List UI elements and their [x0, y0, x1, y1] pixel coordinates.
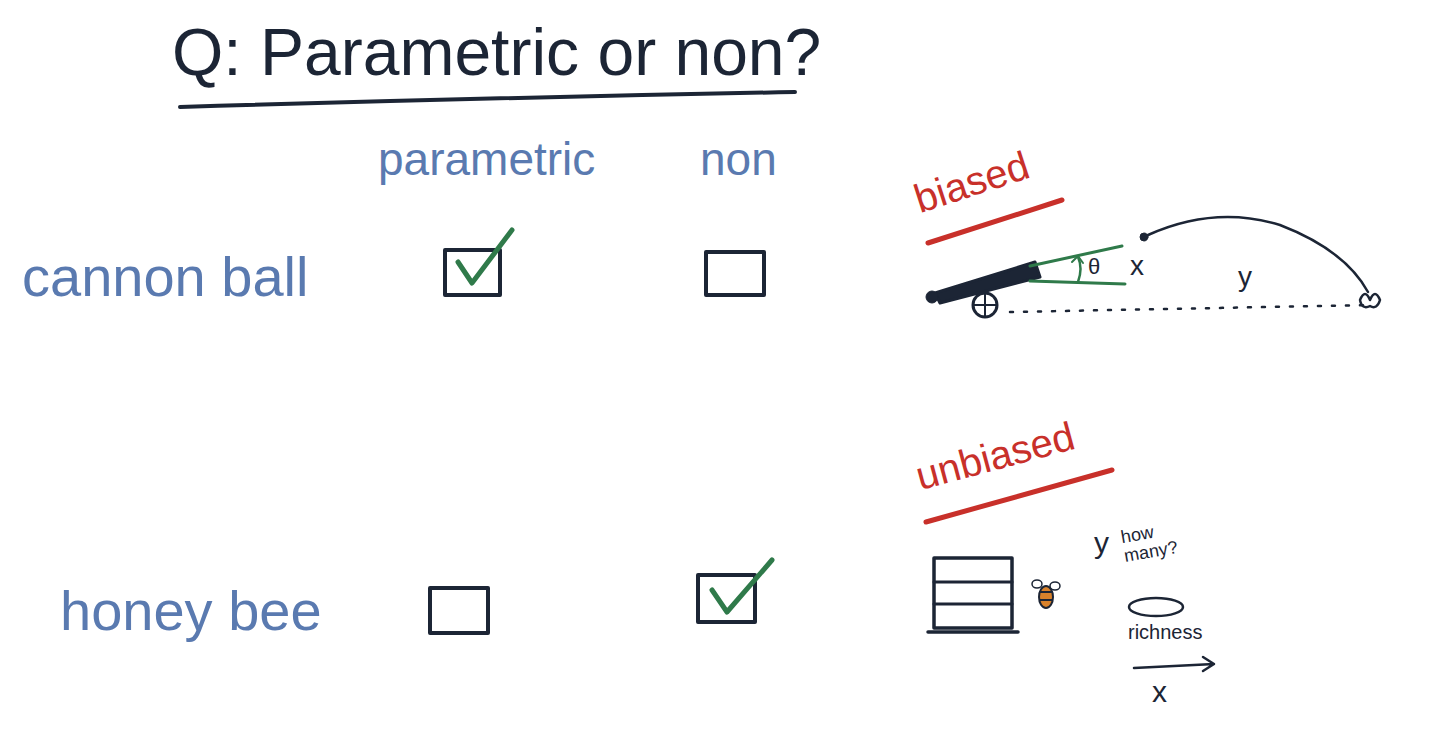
cannon-knob	[926, 291, 938, 303]
variable-label: x	[1130, 251, 1144, 280]
checkbox	[706, 252, 764, 295]
row-label: honey bee	[60, 582, 322, 641]
angle-symbol-holder: θ	[1088, 255, 1100, 278]
trajectory	[1148, 217, 1368, 292]
variable-label: y	[1238, 262, 1252, 291]
column-header-holder: parametric	[378, 135, 595, 183]
checkbox	[430, 588, 488, 633]
axis-label: richness	[1128, 622, 1202, 643]
axis-label-holder: richness	[1128, 622, 1202, 643]
row-label-holder: cannon ball	[22, 248, 308, 307]
note-holder: how many?	[1119, 517, 1189, 565]
variable-label-holder: x	[1152, 676, 1167, 708]
cannon-barrel	[935, 262, 1040, 303]
checkbox	[698, 575, 755, 622]
note: how many?	[1119, 517, 1189, 565]
cannon-wheel	[973, 293, 997, 317]
angle-arc	[1078, 257, 1081, 282]
slide-title-holder: Q: Parametric or non?	[172, 18, 821, 87]
variable-label-holder: y	[1238, 262, 1252, 291]
bee-stripes	[1040, 592, 1052, 600]
variable-label-holder: y	[1094, 527, 1109, 559]
axis-arrow	[1134, 657, 1214, 671]
angle-arrow	[1072, 256, 1083, 263]
checkmark	[712, 560, 772, 612]
variable-label: x	[1152, 676, 1167, 708]
cannon-ball	[1140, 233, 1148, 241]
column-header: parametric	[378, 135, 595, 183]
slide-title: Q: Parametric or non?	[172, 18, 821, 87]
variable-label: y	[1094, 527, 1109, 559]
beehive	[934, 558, 1012, 628]
ground-line	[1010, 305, 1370, 312]
annotation: biased	[909, 144, 1034, 220]
hive-base	[928, 630, 1018, 634]
title-underline	[180, 92, 795, 107]
angle-line	[1030, 246, 1122, 266]
row-label-holder: honey bee	[60, 582, 322, 641]
annotation-holder: biased	[909, 144, 1034, 220]
column-header-holder: non	[700, 135, 777, 183]
column-header: non	[700, 135, 777, 183]
bee-wing	[1050, 582, 1060, 590]
wheel-spokes	[973, 293, 997, 317]
variable-label-holder: x	[1130, 251, 1144, 280]
angle-symbol: θ	[1088, 255, 1100, 278]
bee-wing	[1032, 580, 1042, 588]
hive-layers	[934, 582, 1012, 604]
row-label: cannon ball	[22, 248, 308, 307]
impact-mark	[1360, 294, 1380, 307]
flower-patch	[1129, 598, 1183, 616]
checkmark	[458, 230, 512, 283]
